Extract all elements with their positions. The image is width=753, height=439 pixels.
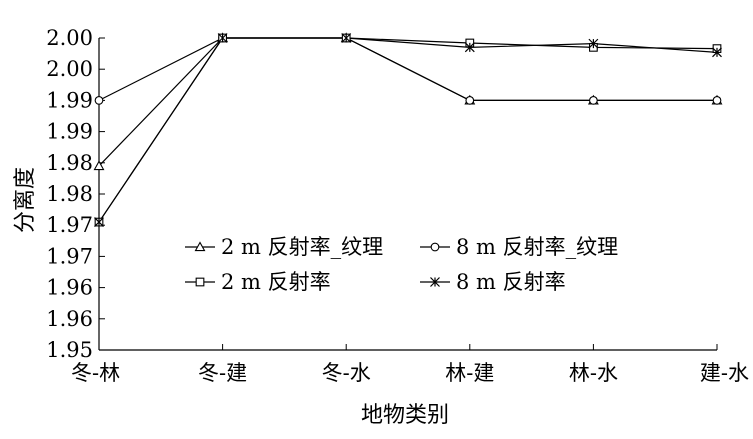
legend-marker	[194, 241, 206, 252]
data-point-s3-4	[588, 38, 599, 49]
legend-marker	[430, 277, 440, 287]
y-tick-label: 1.99	[46, 120, 93, 144]
y-tick-label: 1.96	[46, 276, 93, 300]
x-axis-title: 地物类别	[361, 403, 449, 428]
y-tick-label: 2.00	[46, 26, 93, 50]
data-point-s1-5	[712, 96, 722, 105]
y-tick-label: 1.96	[46, 307, 93, 331]
series-line-0	[98, 37, 717, 167]
x-tick-label: 冬-建	[198, 361, 247, 385]
series-line-1	[98, 37, 717, 102]
series-line-3	[98, 37, 718, 223]
y-tick-label: 1.95	[46, 338, 93, 362]
data-point-s3-2	[341, 33, 352, 43]
data-point-s3-1	[217, 33, 228, 43]
x-tick-label: 建-水	[700, 361, 749, 385]
legend-label: 8 m 反射率_纹理	[456, 235, 618, 259]
legend-label: 8 m 反射率	[456, 270, 566, 294]
y-tick-label: 1.98	[46, 182, 93, 206]
series-markers	[93, 32, 723, 228]
data-point-s0-0	[93, 160, 105, 171]
y-tick-label: 1.99	[46, 88, 93, 112]
x-tick-label: 冬-林	[71, 361, 120, 385]
legend-marker	[430, 242, 440, 252]
y-tick-label: 1.97	[46, 213, 93, 237]
data-point-s1-3	[465, 96, 475, 105]
x-tick-label: 冬-水	[322, 361, 371, 385]
x-tick-label: 林-水	[569, 361, 618, 385]
x-tick-label: 林-建	[445, 361, 494, 385]
data-point-s1-4	[589, 96, 598, 105]
y-tick-label: 1.98	[46, 151, 93, 175]
data-point-s3-0	[94, 217, 104, 228]
series-line-2	[98, 37, 718, 223]
axes: 2.00 2.00 1.99 1.99 1.98 1.98 1.97 1.97 1.96 1.96…	[46, 26, 749, 385]
data-point-s1-0	[94, 96, 104, 105]
legend: 2 m 反射率_纹理 8 m 反射率_纹理 2 m 反射率 8 m 反射率	[185, 235, 618, 294]
data-point-s3-5	[712, 47, 722, 58]
y-tick-label: 1.97	[46, 244, 93, 268]
legend-label: 2 m 反射率	[221, 270, 331, 294]
series-lines	[98, 37, 718, 223]
y-tick-label: 2.00	[46, 57, 93, 81]
legend-label: 2 m 反射率_纹理	[221, 235, 383, 259]
y-axis-title: 分离度	[13, 167, 38, 233]
data-point-s3-3	[464, 42, 475, 53]
legend-marker	[195, 277, 205, 287]
